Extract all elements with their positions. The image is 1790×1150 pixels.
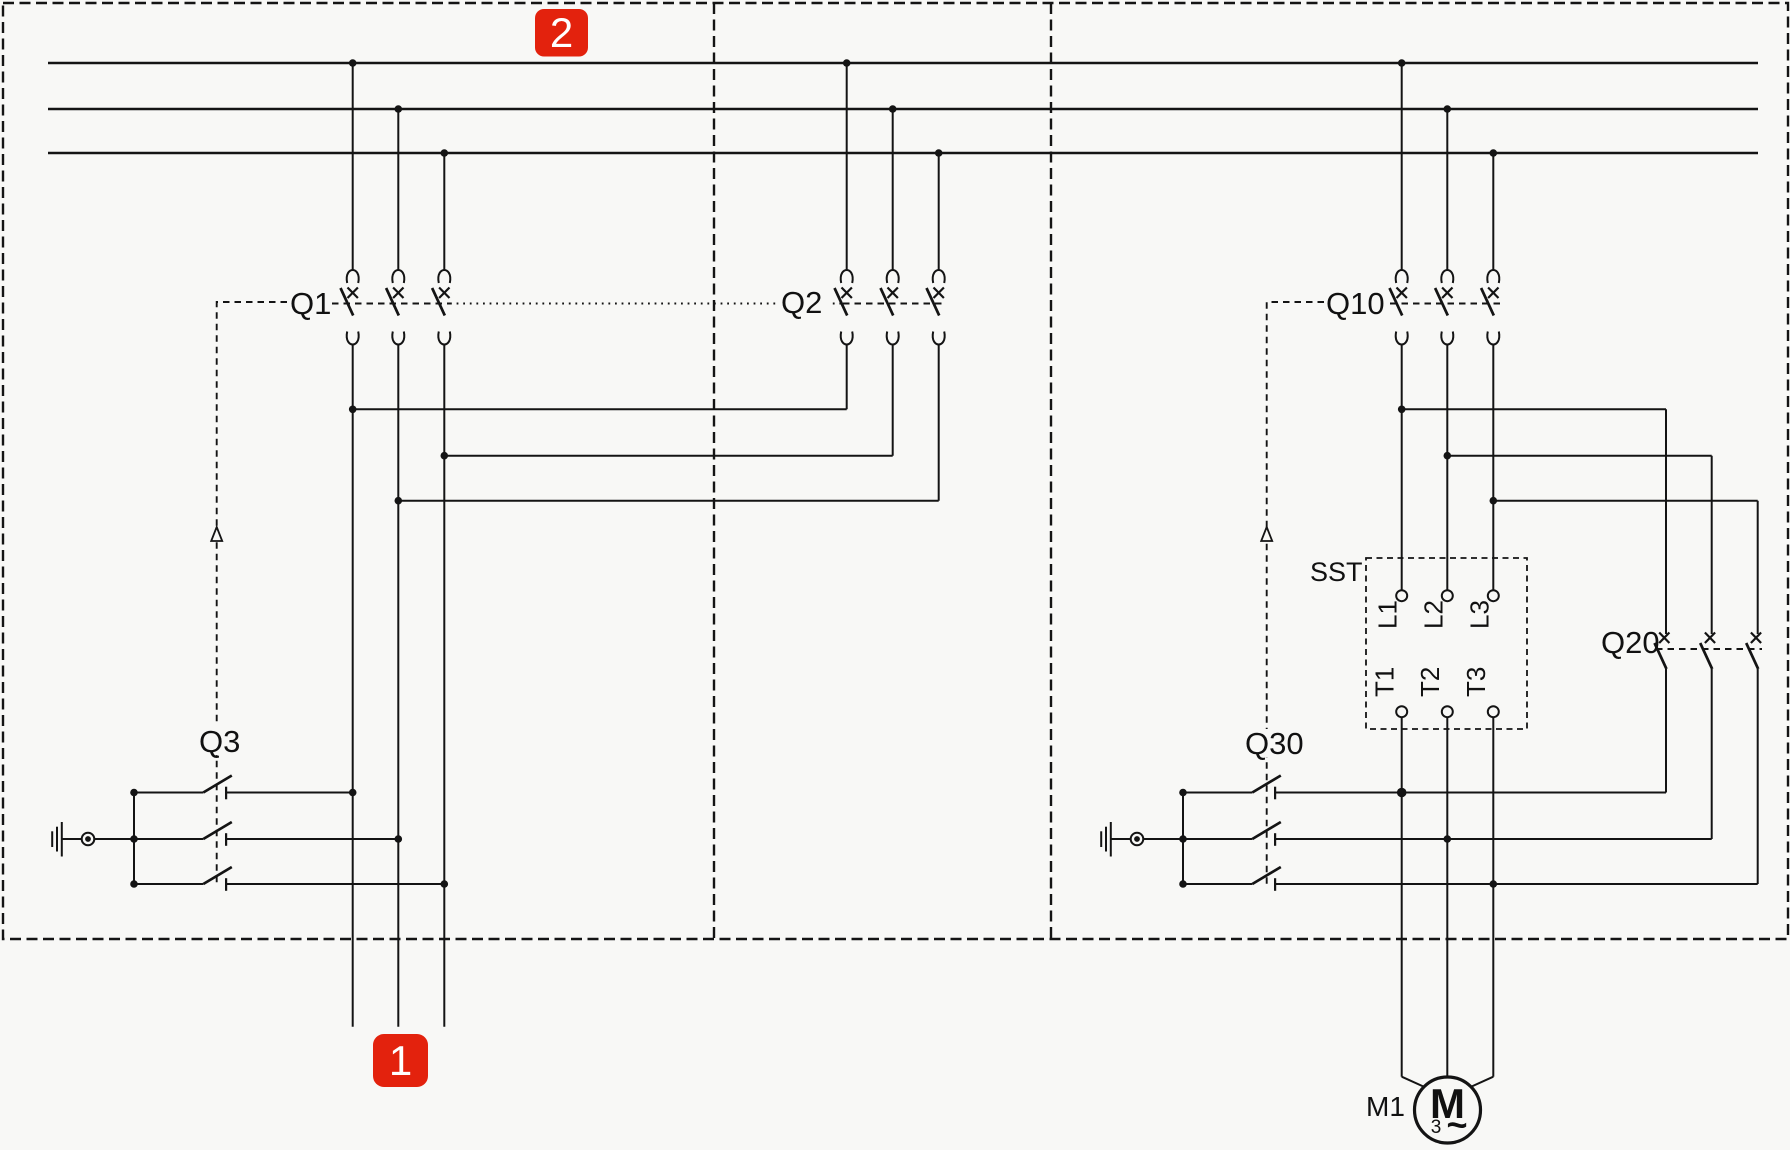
label-q10: Q10 — [1326, 286, 1385, 321]
soft-starter-sst: L1 L2 L3 T1 T2 T3 — [1365, 557, 1528, 730]
label-q2: Q2 — [781, 285, 822, 320]
device-labels: Q1 Q2 Q3 Q10 Q20 Q30 SST — [196, 285, 1660, 761]
sst-terminal-label-t2: T2 — [1415, 667, 1445, 697]
motor-ac-symbol: ~ — [1446, 1104, 1467, 1145]
callout-markers: 2 1 — [373, 9, 588, 1087]
earth-symbol-right — [1100, 821, 1112, 858]
q20-pole-2 — [1698, 631, 1717, 671]
label-q20: Q20 — [1601, 625, 1660, 660]
marker-1-badge — [373, 1034, 428, 1087]
earth-symbol-left — [51, 821, 63, 858]
marker-1-number: 1 — [389, 1037, 412, 1084]
interlock-arrow-left — [210, 526, 224, 542]
sst-terminal-T1 — [1395, 705, 1409, 719]
interlock-lines — [210, 301, 1762, 884]
sst-terminal-L1 — [1395, 589, 1409, 603]
q10-pole-3 — [1479, 268, 1501, 346]
sst-terminal-L3 — [1486, 589, 1500, 603]
busbar-system — [48, 61, 1758, 155]
marker-2-number: 2 — [550, 9, 573, 56]
label-q30: Q30 — [1245, 726, 1304, 761]
q10-pole-2 — [1433, 268, 1455, 346]
q2-pole-1 — [833, 268, 855, 346]
sst-terminal-label-l1: L1 — [1373, 600, 1403, 629]
label-q3: Q3 — [199, 724, 240, 759]
bypass-feed-links — [1397, 405, 1758, 505]
motor-letter: M — [1430, 1080, 1465, 1127]
earthing-switch-q30 — [1100, 774, 1758, 893]
earthing-switch-q3 — [51, 774, 449, 893]
motor-phases: 3 — [1431, 1117, 1442, 1138]
switchgear-cubicle-borders — [1, 1, 1790, 941]
interlock-arrow-right — [1260, 526, 1274, 542]
motor-circle — [1412, 1075, 1483, 1145]
earth-point-left-icon — [80, 831, 96, 847]
motor-tag: M1 — [1366, 1091, 1405, 1122]
breaker-q1 — [339, 59, 452, 1027]
breaker-q2 — [833, 59, 947, 501]
q2-pole-2 — [879, 268, 901, 346]
sst-terminal-label-t1: T1 — [1369, 667, 1399, 697]
sst-terminal-label-l3: L3 — [1464, 600, 1494, 629]
q2-pole-3 — [925, 268, 947, 346]
label-q1: Q1 — [290, 286, 331, 321]
label-sst: SST — [1310, 557, 1363, 587]
sst-terminal-T3 — [1486, 705, 1500, 719]
q20-pole-3 — [1744, 631, 1763, 671]
earth-point-right-icon — [1129, 831, 1145, 847]
sst-terminal-T2 — [1440, 705, 1454, 719]
marker-2-badge — [535, 9, 588, 57]
q1-pole-1 — [339, 268, 361, 346]
q1-pole-3 — [430, 268, 452, 346]
sst-terminal-label-t3: T3 — [1461, 667, 1491, 697]
q1-pole-2 — [384, 268, 406, 346]
motor-m1: M 3 ~ M1 — [1366, 717, 1495, 1145]
breaker-q10 — [1388, 59, 1501, 591]
sst-terminal-label-l2: L2 — [1418, 600, 1448, 629]
q10-pole-1 — [1388, 268, 1410, 346]
sst-terminal-L2 — [1440, 589, 1454, 603]
switchgear-outline — [1, 1, 1790, 941]
q1-q2-tie-links — [348, 405, 939, 505]
interlock-q1-q3 — [215, 301, 287, 884]
disconnector-q20 — [1653, 409, 1763, 884]
